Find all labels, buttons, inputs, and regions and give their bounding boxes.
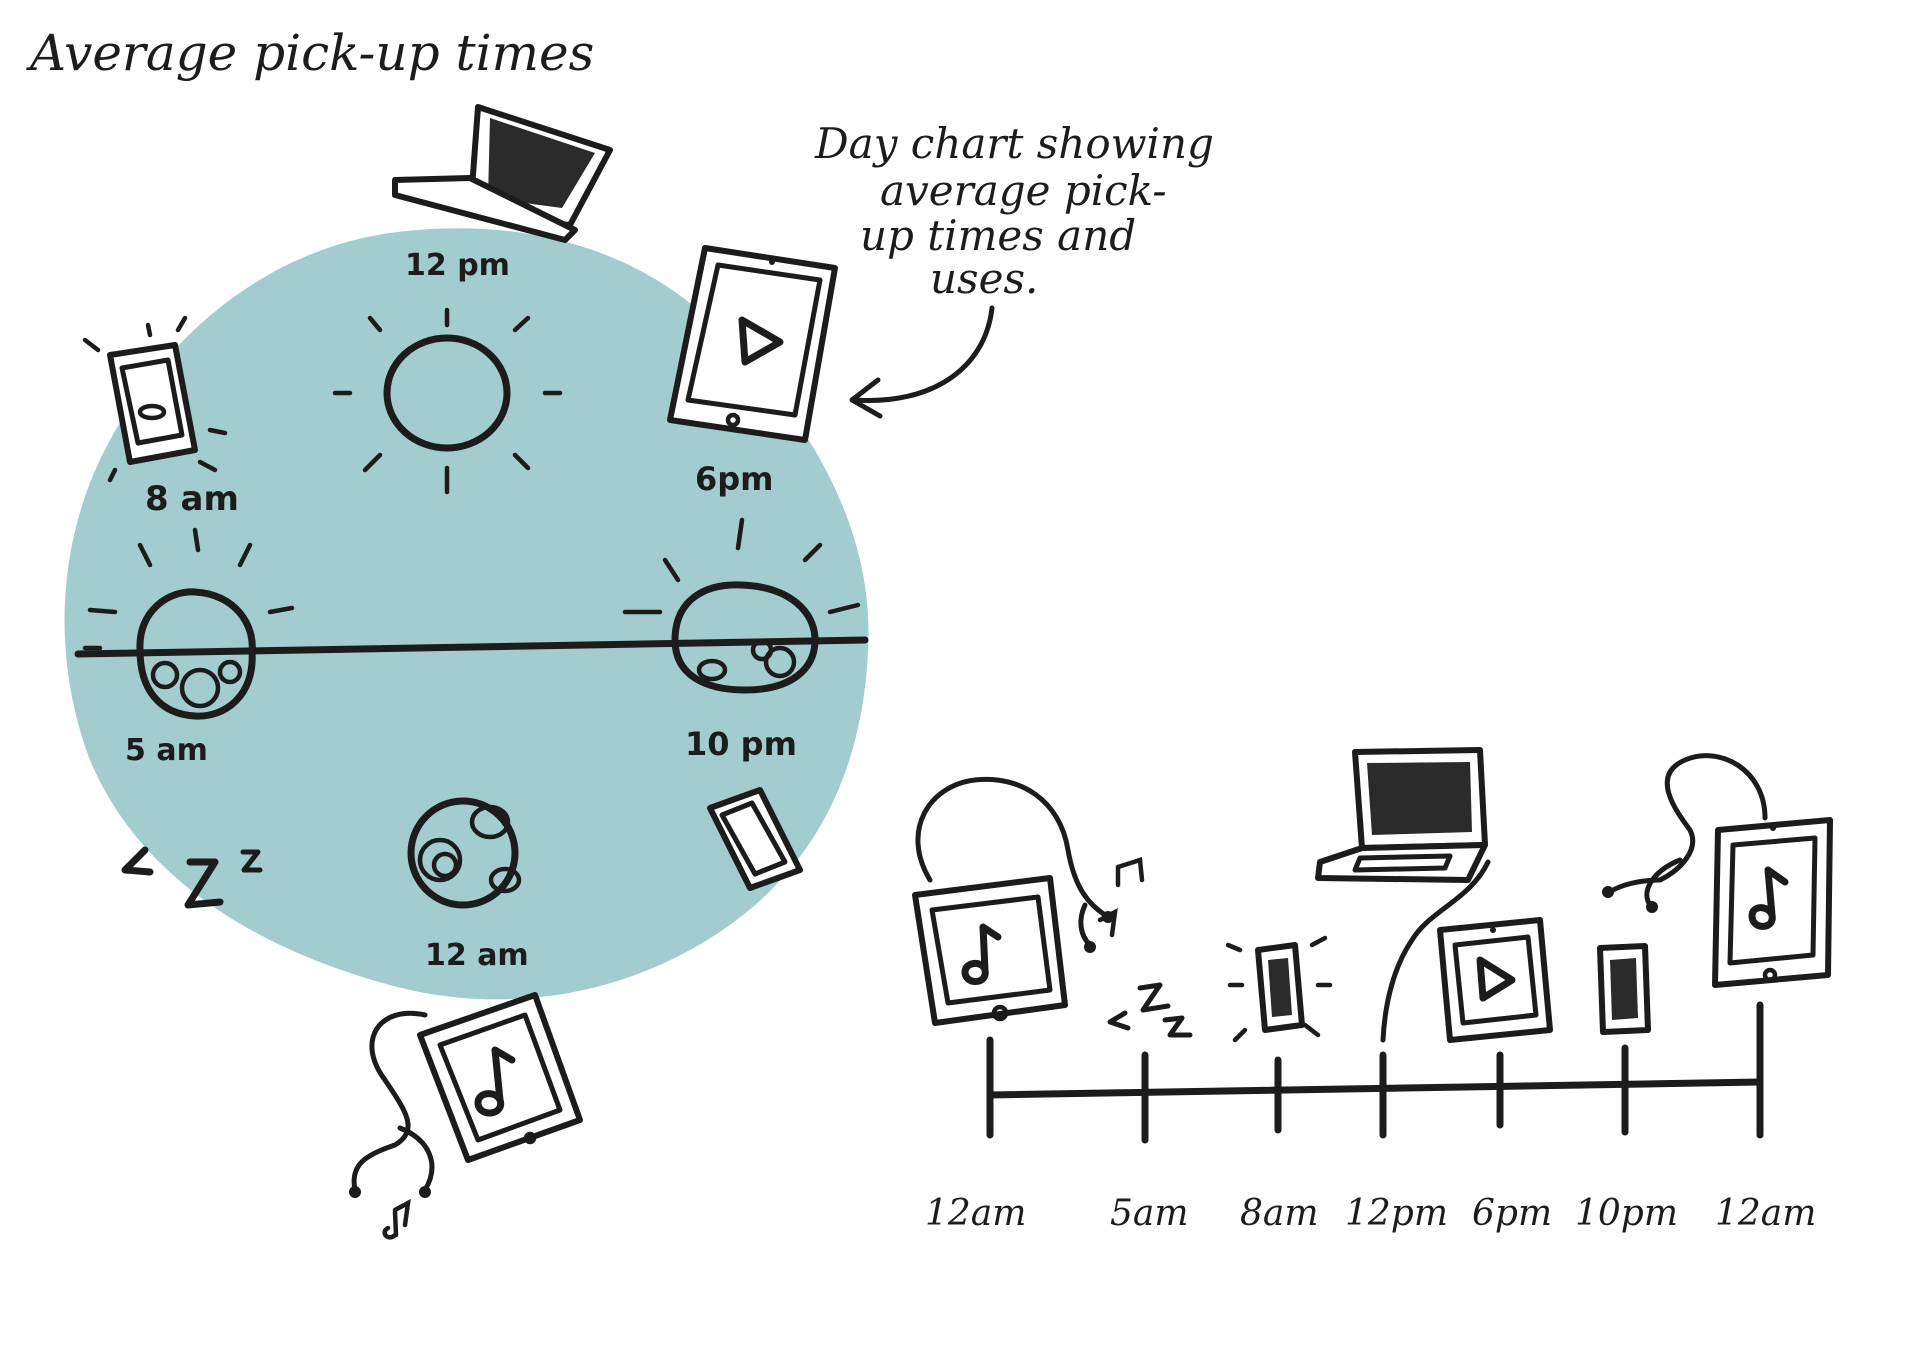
label-10pm: 10 pm	[685, 725, 797, 763]
laptop-icon	[392, 104, 613, 243]
sunrise-icon	[82, 527, 295, 720]
timeline-tablet-play-icon	[1437, 917, 1553, 1043]
moon-icon	[407, 797, 522, 909]
timeline-tablet-music-icon	[912, 776, 1145, 1026]
annotation-line-2: average pick-	[880, 166, 1167, 215]
label-6pm: 6pm	[695, 460, 774, 498]
page-title: Average pick-up times	[26, 24, 594, 82]
tick-label-2: 5am	[1110, 1193, 1189, 1234]
tablet-music-icon	[417, 992, 583, 1163]
annotation-line-4: uses.	[930, 254, 1038, 303]
tick-label-5: 6pm	[1472, 1193, 1552, 1234]
timeline-laptop-icon	[1315, 747, 1491, 1043]
label-8am: 8 am	[145, 479, 239, 519]
sun-icon	[332, 307, 563, 495]
sunset-icon	[622, 517, 861, 694]
tablet-play-icon	[667, 245, 838, 443]
label-12pm: 12 pm	[405, 248, 510, 283]
timeline: 12am 5am 8am 12pm 6pm 10pm 12am	[912, 747, 1833, 1234]
arrow-head	[849, 377, 883, 419]
annotation-line-1: Day chart showing	[814, 119, 1214, 168]
timeline-small-phone-icon	[1597, 943, 1651, 1035]
timeline-end-tablet-music-icon	[1602, 753, 1833, 988]
label-12am: 12 am	[425, 938, 529, 973]
timeline-axis	[986, 1078, 1764, 1099]
tick-label-4: 12pm	[1345, 1193, 1448, 1234]
tick-label-1: 12am	[925, 1193, 1026, 1234]
tick-label-7: 12am	[1715, 1193, 1816, 1234]
horizon-line	[74, 636, 869, 658]
annotation-line-3: up times and	[860, 211, 1136, 260]
tick-label-3: 8am	[1240, 1193, 1319, 1234]
tick-label-6: 10pm	[1575, 1193, 1678, 1234]
sleep-zs	[121, 846, 263, 909]
annotation: Day chart showing average pick- up times…	[814, 119, 1214, 419]
phone-icon	[82, 315, 228, 483]
timeline-sleep-zs	[1107, 982, 1193, 1038]
timeline-ticks	[986, 1001, 1764, 1144]
small-phone-icon	[707, 787, 803, 891]
day-clock: 12 pm 8 am 6pm 5 am 10 pm 12 am	[64, 104, 869, 1240]
headphones-icon	[349, 1010, 435, 1240]
timeline-phone-icon	[1225, 935, 1333, 1043]
label-5am: 5 am	[125, 733, 208, 768]
annotation-arrow	[852, 305, 995, 403]
